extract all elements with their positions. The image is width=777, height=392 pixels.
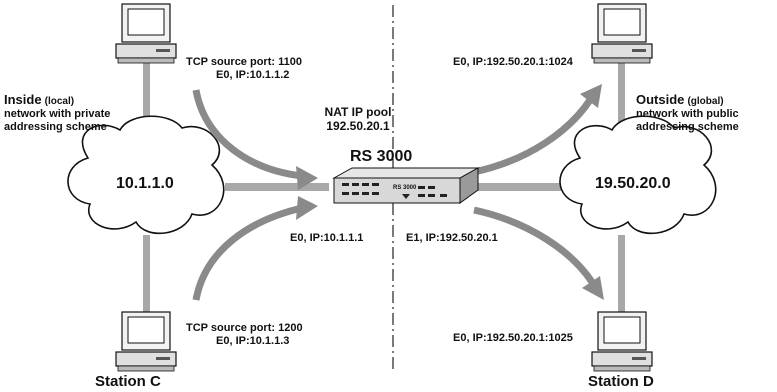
nat-pool-block: NAT IP pool 192.50.20.1 [318,106,398,134]
outside-description: Outside (global) network with public add… [636,93,739,133]
station-b-computer [592,4,652,63]
station-c-computer [116,312,176,371]
link-station-c [143,235,150,315]
station-d-computer [592,312,652,371]
outside-line3: addressing scheme [636,121,739,134]
nat-pool-ip: 192.50.20.1 [318,120,398,134]
flow-bottom-left-label: TCP source port: 1200 E0, IP:10.1.1.3 [186,322,303,347]
inside-cloud-label: 10.1.1.0 [116,175,174,193]
outside-cloud-label: 19.50.20.0 [595,175,671,193]
flow-top-left-label: TCP source port: 1100 E0, IP:10.1.1.2 [186,56,302,81]
inside-description: Inside (local) network with private addr… [4,93,110,133]
router-title: RS 3000 [350,148,412,166]
outside-line2: network with public [636,108,739,121]
outside-heading: Outside [636,92,684,107]
inside-heading: Inside [4,92,42,107]
link-inside-router [225,183,329,191]
arrow-router-to-station-d [474,210,592,282]
flow-top-left-ip: E0, IP:10.1.1.2 [186,69,302,82]
link-station-d [618,235,625,315]
station-d-label: Station D [588,373,654,390]
station-a-computer [116,4,176,63]
router-rs3000: RS 3000 [334,168,478,203]
router-faceplate-label: RS 3000 [393,185,417,191]
station-c-label: Station C [95,373,161,390]
flow-bottom-left-port: TCP source port: 1200 [186,322,303,335]
flow-bottom-right-label: E0, IP:192.50.20.1:1025 [453,332,573,345]
interface-e0-label: E0, IP:10.1.1.1 [290,232,363,245]
nat-pool-label: NAT IP pool [318,106,398,120]
flow-top-right-label: E0, IP:192.50.20.1:1024 [453,56,573,69]
flow-top-left-port: TCP source port: 1100 [186,56,302,69]
interface-e1-label: E1, IP:192.50.20.1 [406,232,498,245]
outside-qualifier: (global) [687,96,723,107]
inside-line3: addressing scheme [4,121,110,134]
flow-bottom-left-ip: E0, IP:10.1.1.3 [186,335,303,348]
inside-line2: network with private [4,108,110,121]
inside-qualifier: (local) [45,96,74,107]
arrowhead-c [296,196,318,220]
arrow-station-c-to-router [196,208,302,300]
